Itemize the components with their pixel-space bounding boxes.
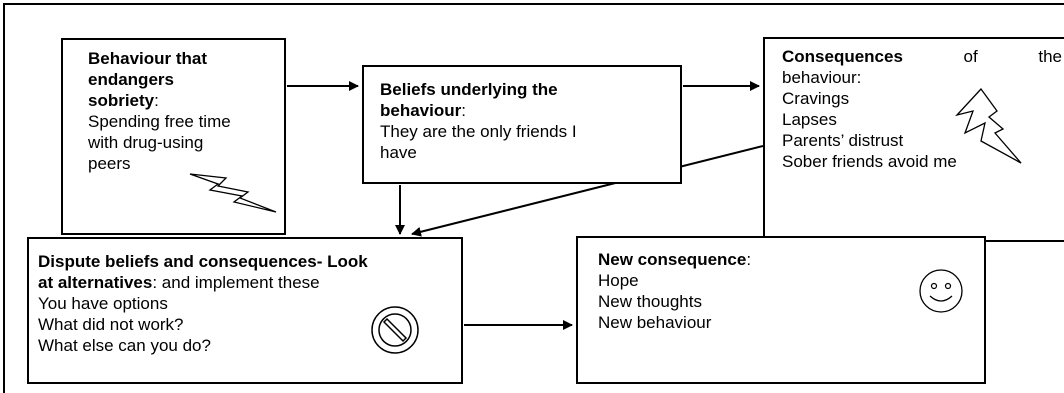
new-consequence-item: Hope xyxy=(598,271,639,290)
prohibited-icon xyxy=(371,306,419,354)
behaviour-title-1: Behaviour that xyxy=(88,49,208,68)
consequence-item: Lapses xyxy=(782,110,837,129)
new-consequence-item: New behaviour xyxy=(598,313,712,332)
consequences-box: Consequences of the behaviour: Cravings … xyxy=(763,37,1064,242)
dispute-box: Dispute beliefs and consequences- Look a… xyxy=(27,237,463,384)
lightning-icon xyxy=(955,87,1022,164)
new-consequence-title: New consequence xyxy=(598,250,747,269)
beliefs-text-2: have xyxy=(380,143,417,162)
smiley-icon xyxy=(919,269,963,313)
dispute-title-2-rest: : and implement these xyxy=(152,273,320,292)
lightning-icon xyxy=(189,173,277,213)
dispute-title-2: at alternatives xyxy=(38,273,153,292)
new-consequence-item: New thoughts xyxy=(598,292,702,311)
consequences-title-line2: behaviour: xyxy=(782,68,862,87)
dispute-title-1: Dispute beliefs and consequences- Look xyxy=(38,252,368,271)
consequence-item: Parents’ distrust xyxy=(782,131,904,150)
behaviour-title-2: endangers xyxy=(88,70,174,89)
behaviour-text-2: with drug-using xyxy=(88,133,204,152)
diagram-frame xyxy=(3,3,1064,393)
behaviour-title-colon: : xyxy=(154,91,159,110)
new-consequence-box: New consequence: Hope New thoughts New b… xyxy=(576,236,986,384)
behaviour-text-3: peers xyxy=(88,154,131,173)
beliefs-title-colon: : xyxy=(461,101,466,120)
consequences-title-the: the xyxy=(1038,47,1062,66)
dispute-item: What else can you do? xyxy=(38,336,211,355)
consequences-title: Consequences xyxy=(782,47,903,66)
new-consequence-colon: : xyxy=(746,250,752,269)
beliefs-box: Beliefs underlying the behaviour: They a… xyxy=(362,65,682,184)
behaviour-title-3: sobriety xyxy=(88,91,155,110)
consequence-item: Cravings xyxy=(782,89,850,108)
dispute-item: What did not work? xyxy=(38,315,184,334)
beliefs-title-2: behaviour xyxy=(380,101,462,120)
behaviour-text-1: Spending free time xyxy=(88,112,231,131)
consequences-title-of: of xyxy=(963,47,978,66)
beliefs-title-1: Beliefs underlying the xyxy=(380,80,558,99)
dispute-item: You have options xyxy=(38,294,168,313)
behaviour-box: Behaviour that endangers sobriety: Spend… xyxy=(61,38,286,235)
consequence-item: Sober friends avoid me xyxy=(782,152,957,171)
beliefs-text-1: They are the only friends I xyxy=(380,122,577,141)
